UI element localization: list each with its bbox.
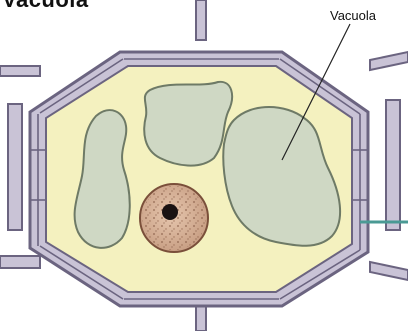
heading-text: Vacuola (2, 0, 89, 13)
nucleolus (162, 204, 178, 220)
vacuole-label: Vacuola (330, 8, 376, 23)
nucleus (140, 184, 208, 252)
